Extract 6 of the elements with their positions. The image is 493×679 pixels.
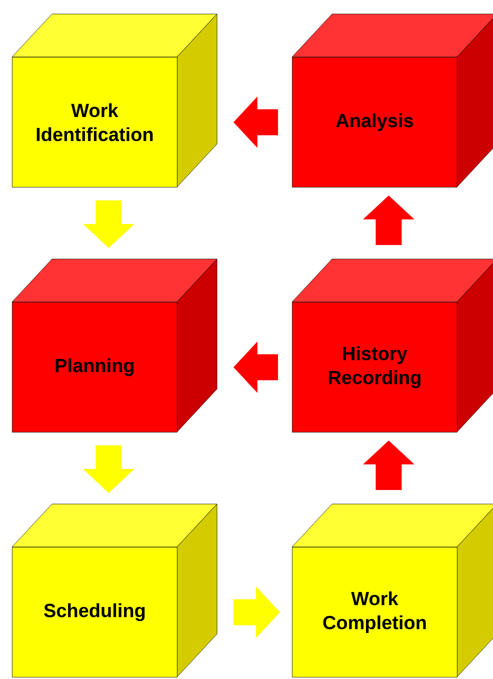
cube: History Recording bbox=[292, 258, 493, 432]
cube: Scheduling bbox=[12, 504, 218, 678]
cube: Work Identification bbox=[12, 14, 218, 188]
cube: Planning bbox=[12, 258, 218, 432]
cube: Analysis bbox=[292, 14, 493, 188]
cube: Work Completion bbox=[292, 504, 493, 678]
